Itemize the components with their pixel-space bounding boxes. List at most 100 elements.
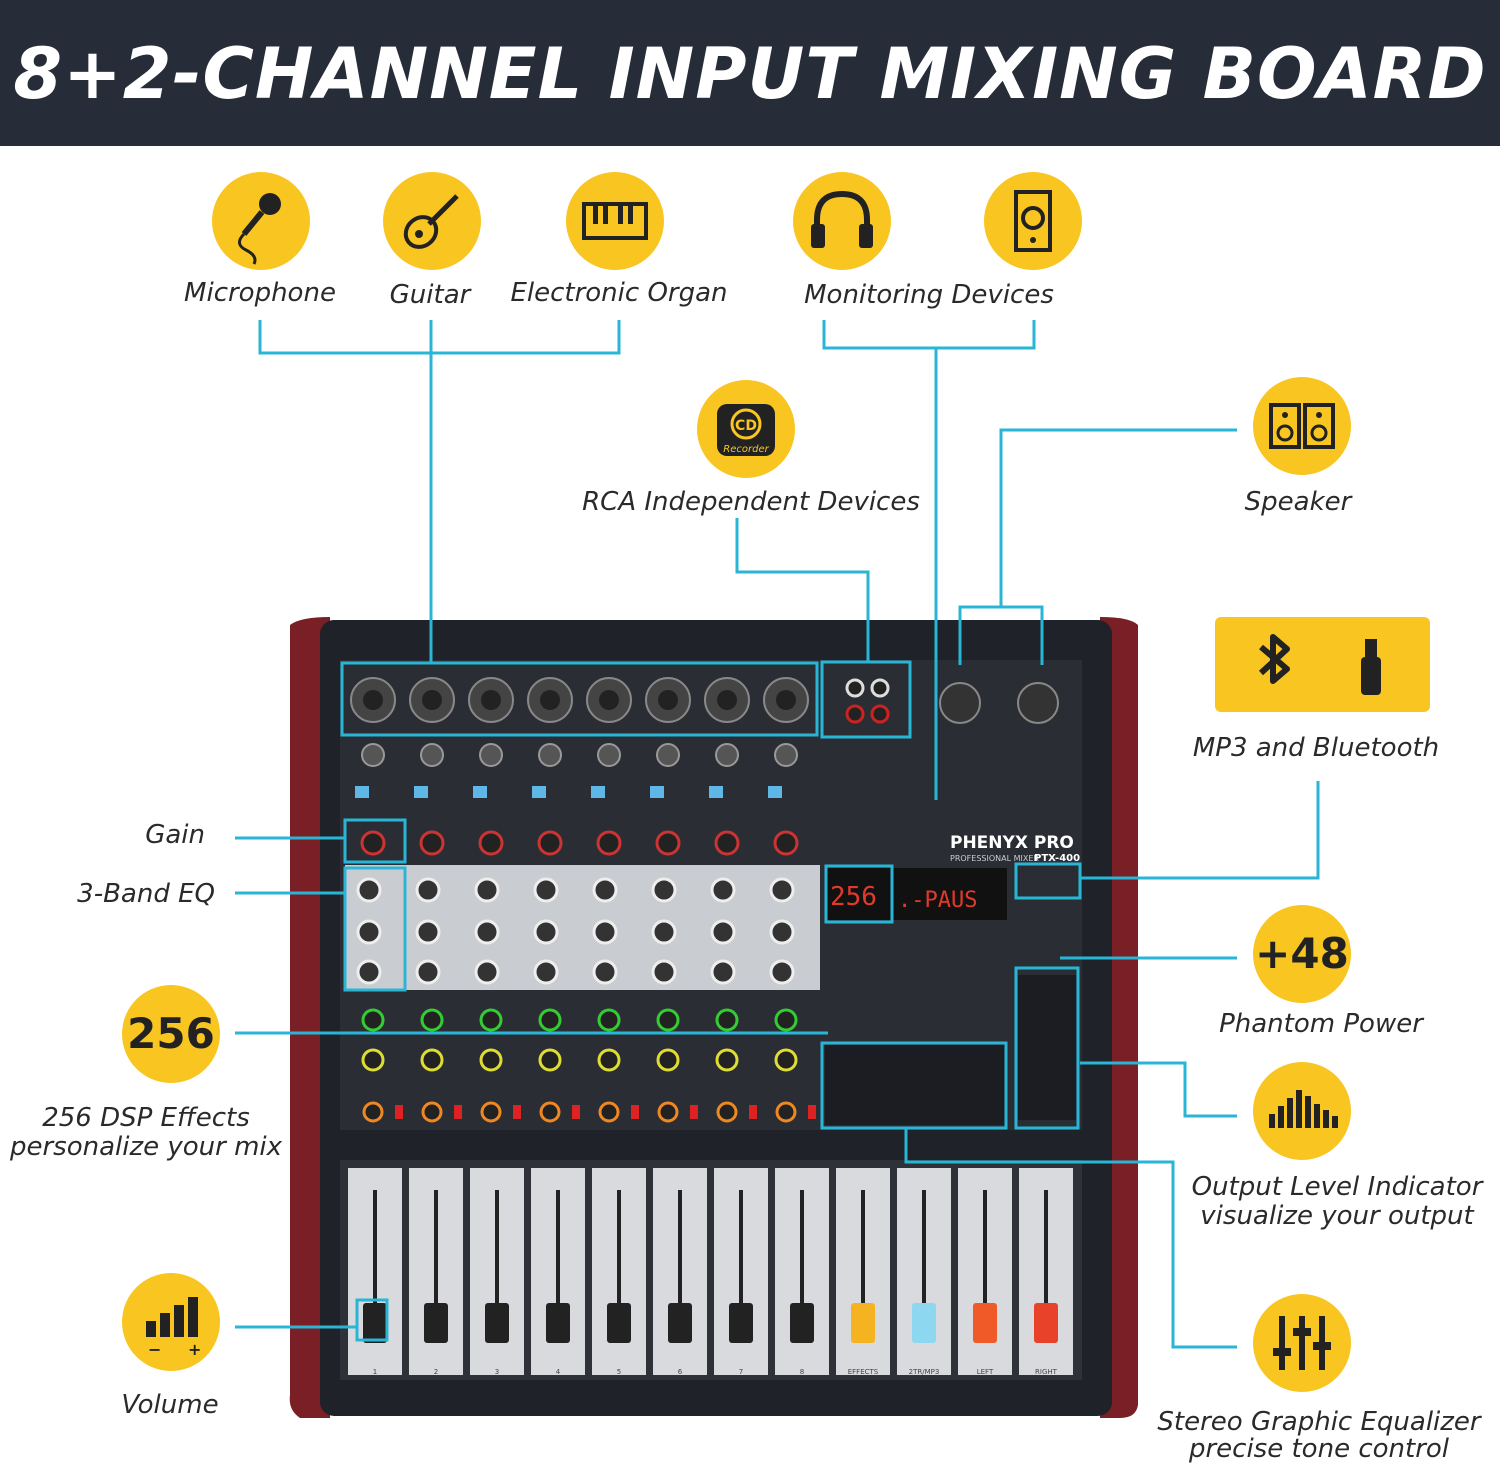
eq-knob[interactable] [592,959,618,985]
eq-knob[interactable] [651,919,677,945]
solo-button[interactable] [454,1105,462,1119]
fader-cap[interactable] [424,1303,448,1343]
fader-cap[interactable] [729,1303,753,1343]
aux-knob[interactable] [656,1008,680,1032]
solo-button[interactable] [749,1105,757,1119]
pad-button[interactable] [591,786,605,798]
eq-knob[interactable] [533,877,559,903]
eq-knob[interactable] [415,877,441,903]
eq-knob[interactable] [592,877,618,903]
aux-knob[interactable] [774,1008,798,1032]
eq-knob[interactable] [474,877,500,903]
cd-icon-label: CD [735,418,757,434]
solo-button[interactable] [395,1105,403,1119]
pan-knob[interactable] [480,1101,502,1123]
eq-knob[interactable] [474,919,500,945]
eq-knob[interactable] [710,877,736,903]
eq-knob[interactable] [356,959,382,985]
gain-knob[interactable] [419,830,445,856]
eq-label: 3-Band EQ [77,879,215,909]
fader-cap[interactable] [546,1303,570,1343]
aux-knob[interactable] [479,1008,503,1032]
aux-knob[interactable] [538,1008,562,1032]
pad-button[interactable] [414,786,428,798]
efx-knob[interactable] [361,1048,385,1072]
fader-label: RIGHT [1035,1368,1058,1376]
fader-cap[interactable] [851,1303,875,1343]
gain-knob[interactable] [478,830,504,856]
efx-knob[interactable] [715,1048,739,1072]
pan-knob[interactable] [362,1101,384,1123]
gain-knob[interactable] [360,830,386,856]
pan-knob[interactable] [421,1101,443,1123]
eq-knob[interactable] [710,919,736,945]
solo-button[interactable] [690,1105,698,1119]
eq-knob[interactable] [651,877,677,903]
gain-knob[interactable] [655,830,681,856]
eq-knob[interactable] [651,959,677,985]
efx-knob[interactable] [774,1048,798,1072]
insert-jack [597,743,621,767]
aux-knob[interactable] [715,1008,739,1032]
eq-knob[interactable] [769,919,795,945]
pad-button[interactable] [355,786,369,798]
speaker-cabinet-icon [984,172,1082,270]
gain-knob[interactable] [714,830,740,856]
gain-knob[interactable] [596,830,622,856]
fader-cap[interactable] [363,1303,387,1343]
svg-text:+: + [188,1340,201,1359]
eq-knob[interactable] [769,959,795,985]
svg-text:PTX-400: PTX-400 [1034,853,1080,864]
efx-knob[interactable] [538,1048,562,1072]
aux-knob[interactable] [597,1008,621,1032]
solo-button[interactable] [808,1105,816,1119]
eq-knob[interactable] [356,919,382,945]
efx-knob[interactable] [656,1048,680,1072]
pan-knob[interactable] [539,1101,561,1123]
pad-button[interactable] [650,786,664,798]
eq-knob[interactable] [415,959,441,985]
equalizer-icon [1253,1294,1351,1392]
fader-cap[interactable] [973,1303,997,1343]
solo-button[interactable] [631,1105,639,1119]
organ-label: Electronic Organ [510,278,728,308]
fader-cap[interactable] [607,1303,631,1343]
eq-knob[interactable] [710,959,736,985]
efx-knob[interactable] [420,1048,444,1072]
fader-cap[interactable] [1034,1303,1058,1343]
solo-button[interactable] [513,1105,521,1119]
efx-knob[interactable] [479,1048,503,1072]
eq-knob[interactable] [533,919,559,945]
aux-knob[interactable] [361,1008,385,1032]
aux-knob[interactable] [420,1008,444,1032]
solo-button[interactable] [572,1105,580,1119]
eq-knob[interactable] [415,919,441,945]
fader-label: 7 [739,1368,743,1376]
volume-label: Volume [121,1390,219,1420]
svg-text:.-PAUS: .-PAUS [898,888,977,913]
eq-knob[interactable] [533,959,559,985]
pan-knob[interactable] [657,1101,679,1123]
fader-cap[interactable] [485,1303,509,1343]
gain-knob[interactable] [537,830,563,856]
eq-knob[interactable] [769,877,795,903]
insert-jack [774,743,798,767]
pan-knob[interactable] [598,1101,620,1123]
pan-knob[interactable] [716,1101,738,1123]
pad-button[interactable] [532,786,546,798]
pad-button[interactable] [473,786,487,798]
eq-knob[interactable] [592,919,618,945]
efx-knob[interactable] [597,1048,621,1072]
dsp-label-line2: personalize your mix [9,1132,283,1162]
fader-cap[interactable] [912,1303,936,1343]
pad-button[interactable] [709,786,723,798]
pad-button[interactable] [768,786,782,798]
gain-knob[interactable] [773,830,799,856]
svg-text:PHENYX PRO: PHENYX PRO [950,833,1074,853]
eq-knob[interactable] [356,877,382,903]
fader-cap[interactable] [790,1303,814,1343]
fader-cap[interactable] [668,1303,692,1343]
eq-knob[interactable] [474,959,500,985]
pan-knob[interactable] [775,1101,797,1123]
